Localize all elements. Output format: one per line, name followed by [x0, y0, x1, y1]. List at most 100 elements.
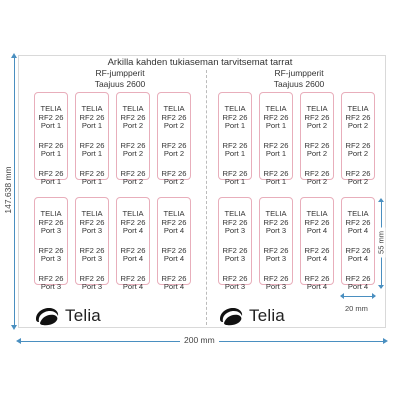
center-divider	[206, 70, 207, 325]
arrow-right-icon	[372, 293, 376, 299]
sticker-code: RF2 26	[345, 140, 371, 150]
arrow-down-icon	[378, 285, 384, 289]
sticker-brand: TELIA	[347, 104, 369, 113]
sticker-brand: TELIA	[224, 104, 246, 113]
sticker-code: RF2 26	[79, 245, 105, 255]
sticker-port: Port 2	[347, 177, 369, 186]
sticker-brand: TELIA	[265, 209, 287, 218]
sticker-port: Port 1	[224, 149, 246, 158]
sticker-port: Port 4	[163, 254, 185, 263]
sticker-port: Port 1	[81, 121, 103, 130]
sticker-brand: TELIA	[81, 104, 103, 113]
sticker-code: RF2 26	[38, 168, 64, 178]
sticker-port: Port 3	[265, 254, 287, 263]
sticker-code: RF2 26	[120, 273, 146, 283]
sticker-code: RF2 26	[222, 140, 248, 150]
subtitle-right-line2: Taajuus 2600	[273, 79, 325, 89]
sticker-port: Port 1	[40, 177, 62, 186]
arrow-left-icon	[16, 338, 21, 344]
subtitle-right-line1: RF-jumpperit	[274, 68, 324, 78]
sticker-code: RF2 26	[38, 140, 64, 150]
sticker-brand: TELIA	[40, 104, 62, 113]
sticker-code: RF2 26	[222, 217, 248, 227]
sticker-code: RF2 26	[222, 245, 248, 255]
sticker-port: Port 1	[81, 177, 103, 186]
label-width-label: 20 mm	[345, 304, 368, 313]
telia-wordmark-left: Telia	[65, 306, 101, 325]
arrow-right-icon	[383, 338, 388, 344]
sticker-brand: TELIA	[163, 209, 185, 218]
sticker-code: RF2 26	[304, 245, 330, 255]
sticker-port: Port 2	[306, 177, 328, 186]
arrow-up-icon	[11, 53, 17, 58]
sticker-brand: TELIA	[306, 209, 328, 218]
sticker-brand: TELIA	[306, 104, 328, 113]
sticker-code: RF2 26	[161, 217, 187, 227]
sticker-code: RF2 26	[263, 273, 289, 283]
sticker-port: Port 2	[306, 121, 328, 130]
sticker-port: Port 4	[306, 226, 328, 235]
sticker-code: RF2 26	[263, 140, 289, 150]
subtitle-left: RF-jumpperit Taajuus 2600	[50, 68, 190, 90]
subtitle-left-line1: RF-jumpperit	[95, 68, 145, 78]
telia-pebble-icon	[220, 308, 243, 326]
sticker-port: Port 4	[347, 254, 369, 263]
subtitle-right: RF-jumpperit Taajuus 2600	[229, 68, 369, 90]
sticker-port: Port 1	[265, 149, 287, 158]
sticker-port: Port 3	[224, 226, 246, 235]
sticker-code: RF2 26	[161, 140, 187, 150]
sticker-port: Port 1	[40, 121, 62, 130]
sticker-brand: TELIA	[163, 104, 185, 113]
sticker-port: Port 3	[40, 254, 62, 263]
label-height-label: 55 mm	[376, 227, 386, 258]
sticker-code: RF2 26	[263, 168, 289, 178]
sticker-port: Port 4	[163, 226, 185, 235]
sticker-port: Port 4	[122, 282, 144, 291]
telia-logo-left: Telia	[34, 303, 101, 329]
sticker-port: Port 1	[224, 121, 246, 130]
sticker-code: RF2 26	[38, 217, 64, 227]
sticker-port: Port 3	[265, 282, 287, 291]
sticker-port: Port 4	[163, 282, 185, 291]
sheet-title: Arkilla kahden tukiaseman tarvitsemat ta…	[107, 57, 293, 68]
sticker-code: RF2 26	[222, 273, 248, 283]
arrow-left-icon	[340, 293, 344, 299]
sticker-code: RF2 26	[345, 168, 371, 178]
sticker-code: RF2 26	[345, 273, 371, 283]
